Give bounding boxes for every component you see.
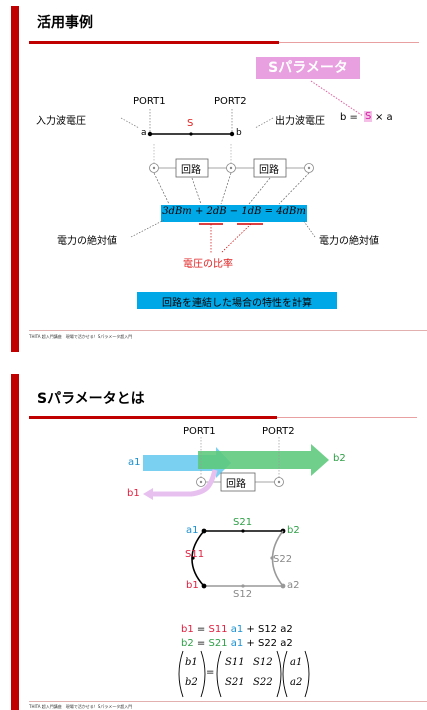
eq2-plus: + [243,638,258,649]
graph-s11-label: S11 [185,549,205,560]
circuit-1-label: 回路 [181,165,201,176]
slide-2-title-underline-thin [277,417,417,418]
output-wave-voltage-label: 出力波電圧 [275,116,325,127]
s-label: S [187,118,194,129]
matrix-s21: S21 [225,677,245,688]
slide-1-title: 活用事例 [37,15,93,31]
slide-1-diagram [120,80,364,309]
slide-1-title-underline-thin [279,42,419,43]
slide-2-footer: THITA 超入門講座 現場で活かせる！Sパラメータ超入門 [29,704,133,709]
eq2-equals: = [193,638,209,649]
slide-1-red-bar [11,6,19,352]
input-wave-voltage-label: 入力波電圧 [36,116,86,127]
eq1-a1: a1 [227,624,244,635]
voltage-ratio-label: 電圧の比率 [183,259,233,270]
graph-s22-label: S22 [273,554,293,565]
s-parameter-box: Sパラメータ [256,57,360,79]
eq1-s11: S11 [208,624,228,635]
db-equation: 3dBm + 2dB − 1dB = 4dBm [162,206,306,217]
slide-1-footer-line [29,330,427,331]
eq1-s12-a2: S12 a2 [257,624,293,635]
slide-1-footer: THITA 超入門講座 現場で活かせる！Sパラメータ超入門 [29,334,133,339]
graph-a2-label: a2 [287,580,300,591]
matrix-b2: b2 [185,677,198,688]
port2-label: PORT2 [262,426,295,437]
eq1-lhs: b1 [181,624,194,635]
power-absolute-right-label: 電力の絶対値 [319,236,379,247]
slide-1-title-underline [29,41,279,44]
matrix-s12: S12 [253,657,273,668]
port1-label: PORT1 [183,426,216,437]
port1-label: PORT1 [133,96,166,107]
eq2-s21: S21 [208,638,228,649]
matrix-s11: S11 [225,657,245,668]
b-label: b [236,128,242,138]
a1-wave-label: a1 [128,457,141,468]
slide-2-footer-line [29,701,427,702]
eq2-a1: a1 [227,638,244,649]
slide-2-title-underline [29,416,277,419]
circuit-2-label: 回路 [259,165,279,176]
calc-characteristics-label: 回路を連結した場合の特性を計算 [162,298,312,309]
graph-s21-label: S21 [233,517,253,528]
eq2-s22-a2: S22 a2 [257,638,293,649]
eq2-lhs: b2 [181,638,194,649]
port2-label: PORT2 [214,96,247,107]
eq1-equals: = [193,624,209,635]
graph-b2-label: b2 [287,525,300,536]
graph-a1-label: a1 [186,525,199,536]
matrix-a2: a2 [290,677,303,688]
a-label: a [141,128,147,138]
b1-wave-label: b1 [127,488,140,499]
formula-b-label: b = [340,112,358,123]
slide-2-red-bar [11,374,19,710]
slide-2-diagram [143,437,329,698]
graph-s12-label: S12 [233,589,253,600]
power-absolute-left-label: 電力の絶対値 [57,236,117,247]
matrix-s22: S22 [253,677,273,688]
equation-b1: b1 = S11 a1 + S12 a2 [181,624,293,635]
graph-b1-label: b1 [186,580,199,591]
matrix-a1: a1 [290,657,303,668]
formula-s-label: S [364,111,373,122]
equation-b2: b2 = S21 a1 + S22 a2 [181,638,293,649]
slide-2-title: Sパラメータとは [37,391,145,407]
b2-wave-label: b2 [333,453,346,464]
formula-a-label: × a [375,112,393,123]
slide-1: 活用事例 [11,6,427,352]
eq1-plus: + [243,624,258,635]
circuit-label: 回路 [226,479,246,490]
slide-2: Sパラメータとは [11,374,427,710]
matrix-equals: = [206,667,215,678]
matrix-b1: b1 [185,657,198,668]
